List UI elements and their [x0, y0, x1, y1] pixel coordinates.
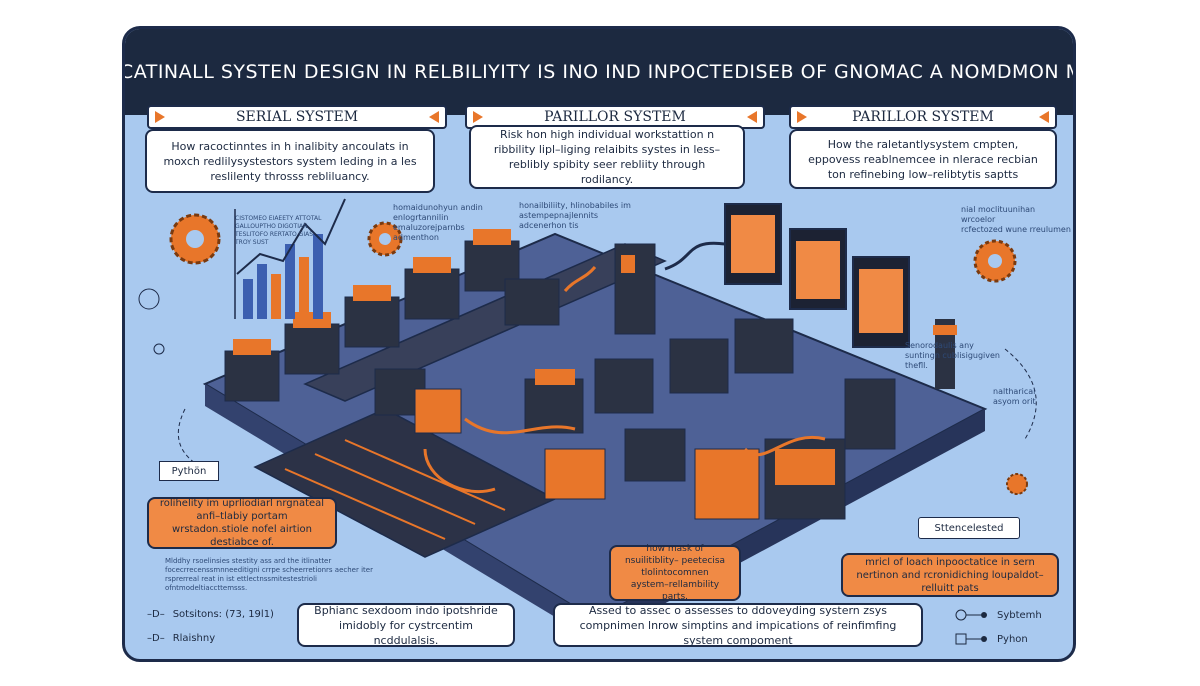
- parallel-system-header-2: PARILLOR SYSTEM: [789, 105, 1057, 129]
- small-label: honailbiliity, hlinobabiles im astempepn…: [519, 201, 631, 230]
- parallel-machines: [524, 318, 896, 520]
- python-label: Pythön: [159, 461, 219, 481]
- legend-left-row-1: –D–Sotsitons: (73, 19l1): [147, 609, 274, 620]
- gear-icon: [973, 239, 1017, 283]
- column: [935, 319, 955, 389]
- gear-icon: [1006, 473, 1028, 495]
- serial-machines: [224, 229, 560, 434]
- stencilled-tag: Sttencelested: [918, 517, 1020, 539]
- gear-icon: [367, 221, 403, 257]
- right-orange-callout: mricl of loach inpooctatice in sern nert…: [841, 553, 1059, 597]
- chart-note: CISTOMEO EIAEETY ATTOTAL GALLOUPTHO DIGO…: [235, 215, 322, 246]
- monitor-bank: [724, 203, 910, 348]
- legend-right-row-1: Sybtemh: [955, 609, 1042, 621]
- decor-circle: [138, 288, 160, 310]
- title-bar: CREATE AN EDUCATINALL SYSTEN DESIGN IN R…: [125, 29, 1073, 115]
- legend-right-row-2: Pyhon: [955, 633, 1028, 645]
- small-label: naltharical asyom orit: [993, 387, 1036, 406]
- serial-system-callout: How racoctinntes in h inalibity ancoulat…: [145, 129, 435, 193]
- legend-marker-icon: [955, 609, 987, 621]
- parallel-system-callout-1: Risk hon high individual workstattion n …: [469, 125, 745, 189]
- legend-marker-icon: [955, 633, 987, 645]
- infographic-frame: CREATE AN EDUCATINALL SYSTEN DESIGN IN R…: [122, 26, 1076, 662]
- bottom-callout-right: Assed to assec o assesses to ddoveyding …: [553, 603, 923, 647]
- dashed-connector: [177, 408, 206, 470]
- left-footnote: Mlddhy rsoelinsies stestity ass ard the …: [165, 557, 373, 592]
- legend-left-row-2: –D–Rlaishny: [147, 633, 216, 644]
- decor-bar-chart: [234, 198, 346, 319]
- gear-icon: [169, 213, 221, 265]
- left-orange-callout: rolihelity im uprliodiarl nrgnateal anfi…: [147, 497, 337, 549]
- small-label: Senorodaulis any suntingn cublisigugiven…: [905, 341, 1000, 370]
- page-title: CREATE AN EDUCATINALL SYSTEN DESIGN IN R…: [122, 61, 1073, 83]
- decor-circle: [153, 343, 165, 355]
- small-label: homaidunohyun andin enlogrtannilin emalu…: [393, 203, 483, 242]
- dashed-connector: [1004, 348, 1037, 440]
- pipe: [563, 266, 597, 292]
- bottom-callout-left: Bphianc sexdoom indo ipotshride imidobly…: [297, 603, 515, 647]
- small-label: nial moclituunihan wrcoelor rcfectozed w…: [961, 205, 1071, 234]
- parallel-system-callout-2: How the raletantlysystem cmpten, eppoves…: [789, 129, 1057, 189]
- mid-orange-callout: how mask of nsuilitiblity– peetecisa tlo…: [609, 544, 741, 602]
- serial-system-header: SERIAL SYSTEM: [147, 105, 447, 129]
